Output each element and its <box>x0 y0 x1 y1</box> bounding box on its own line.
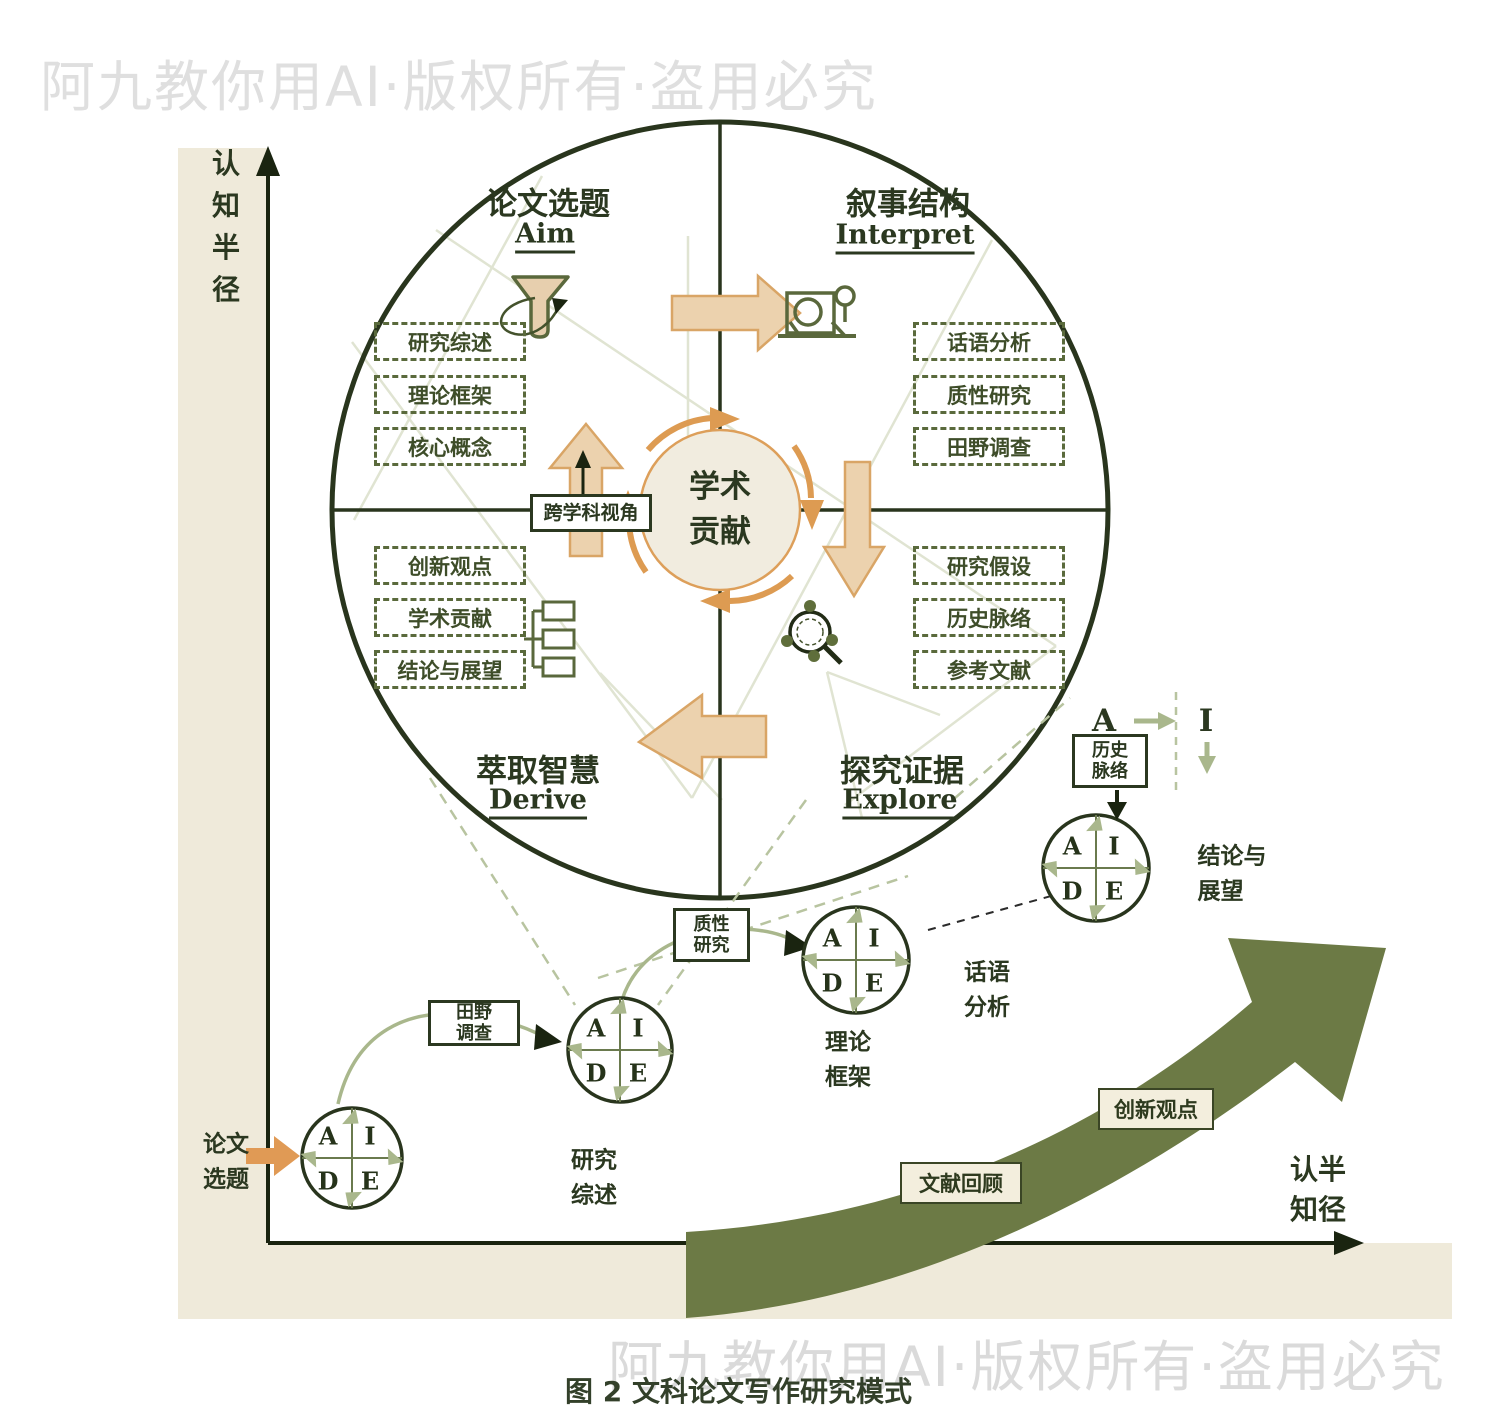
item-box-derive-2: 学术贡献 <box>374 598 526 637</box>
quadrant-subtitle-explore: Explore <box>842 785 958 820</box>
cross-discipline-label: 跨学科视角 <box>543 501 639 524</box>
aide-circle-1 <box>300 1106 404 1210</box>
quadrant-subtitle-aim: Aim <box>515 219 575 254</box>
aide-letter-a: A <box>318 1121 338 1151</box>
item-box-explore-2: 历史脉络 <box>913 598 1065 637</box>
right-arrow <box>670 273 802 353</box>
aide-letter-e: E <box>360 1166 380 1196</box>
aide-letter-a: A <box>822 923 842 953</box>
aide-letter-a: A <box>586 1013 606 1043</box>
aide-circle-4 <box>1041 813 1151 923</box>
stage-label-conclusion: 结论与展望 <box>1197 843 1267 905</box>
quadrant-title-derive: 萃取智慧 <box>476 753 600 790</box>
a-to-i-transition <box>1134 692 1216 792</box>
item-box-aim-2: 理论框架 <box>374 375 526 414</box>
aide-letter-i: I <box>1108 831 1120 861</box>
start-label: 论文 选题 <box>203 1131 249 1193</box>
item-box-aim-1: 研究综述 <box>374 322 526 361</box>
aide-letter-d: D <box>821 968 843 998</box>
aide-letter-i: I <box>632 1013 644 1043</box>
mini-letter-i: I <box>1198 703 1214 739</box>
center-label: 学术 贡献 <box>689 469 751 550</box>
figure-caption: 图 2 文科论文写作研究模式 <box>565 1375 912 1408</box>
item-box-explore-3: 参考文献 <box>913 650 1065 689</box>
quadrant-subtitle-interpret: Interpret <box>835 220 975 255</box>
aide-circle-2 <box>566 996 674 1104</box>
item-box-explore-1: 研究假设 <box>913 546 1065 585</box>
start-arrow <box>246 1136 300 1176</box>
center-hub <box>616 407 824 613</box>
item-box-derive-3: 结论与展望 <box>374 650 526 689</box>
aide-letter-e: E <box>1104 876 1124 906</box>
aide-letter-d: D <box>585 1058 607 1088</box>
aide-letter-e: E <box>628 1058 648 1088</box>
quadrant-title-interpret: 叙事结构 <box>846 186 970 223</box>
mini-letter-a: A <box>1091 703 1117 739</box>
quadrant-subtitle-derive: Derive <box>489 785 587 820</box>
left-arrow <box>636 692 768 781</box>
stage-label-discourse: 话语分析 <box>964 959 1010 1021</box>
growth-swoosh-arrow <box>686 938 1386 1318</box>
down-arrow <box>821 460 887 599</box>
watermark-top: 阿九教你用AI·版权所有·盗用必究 <box>40 55 878 119</box>
arc2-arrowhead <box>784 930 812 956</box>
discourse-dashed-line <box>927 887 1081 931</box>
quadrant-title-explore: 探究证据 <box>840 753 964 790</box>
item-box-derive-1: 创新观点 <box>374 546 526 585</box>
aide-circle-3 <box>801 905 911 1015</box>
aide-letter-i: I <box>364 1121 376 1151</box>
quadrant-flow-arrows <box>547 273 887 781</box>
history-context-box: 历史脉络 <box>1072 734 1148 788</box>
aide-letter-d: D <box>1061 876 1083 906</box>
aide-letter-d: D <box>317 1166 339 1196</box>
stage-label-literature: 研究综述 <box>571 1147 617 1209</box>
aide-letter-i: I <box>868 923 880 953</box>
cross-discipline-box: 跨学科视角 <box>530 494 652 532</box>
item-box-interpret-3: 田野调查 <box>913 427 1065 466</box>
projector-icon <box>778 285 856 338</box>
aide-letter-a: A <box>1062 831 1082 861</box>
field-survey-box: 田野调查 <box>428 1000 520 1046</box>
arc1-arrowhead <box>534 1024 562 1050</box>
projection-dashed-lines <box>428 697 1071 1006</box>
magnifier-icon <box>781 600 843 665</box>
item-box-aim-3: 核心概念 <box>374 427 526 466</box>
stage-label-theory: 理论框架 <box>825 1029 871 1091</box>
flowchart-icon <box>524 600 576 678</box>
up-arrow <box>547 422 625 558</box>
item-box-interpret-2: 质性研究 <box>913 375 1065 414</box>
funnel-icon <box>499 275 570 339</box>
y-axis <box>256 146 280 1243</box>
history-box-arrow <box>1107 790 1127 820</box>
item-box-interpret-1: 话语分析 <box>913 322 1065 361</box>
swoosh-label-innovation: 创新观点 <box>1098 1088 1214 1130</box>
swoosh-label-review: 文献回顾 <box>900 1162 1022 1204</box>
watermark-bottom: 阿九教你用AI·版权所有·盗用必究 <box>608 1335 1446 1399</box>
qualitative-box: 质性研究 <box>673 908 750 962</box>
quadrant-title-aim: 论文选题 <box>486 186 610 223</box>
aide-letter-e: E <box>864 968 884 998</box>
